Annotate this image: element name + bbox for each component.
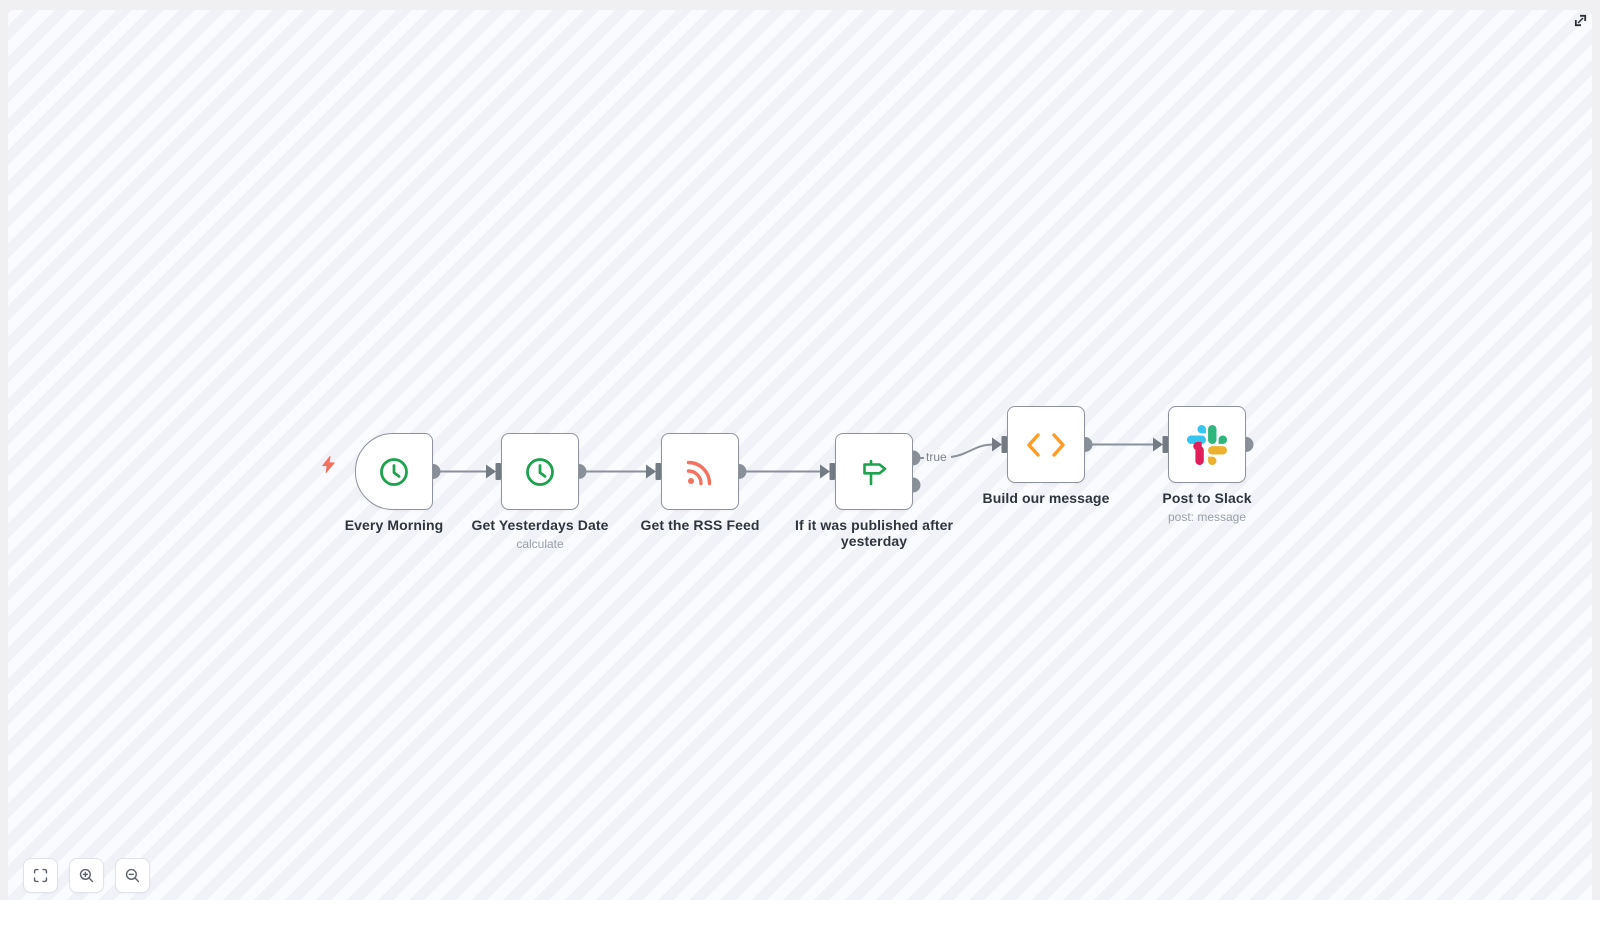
clock-icon [380, 457, 408, 486]
node-box[interactable] [835, 433, 913, 510]
zoom-out-button[interactable] [115, 858, 150, 893]
input-port-getdate[interactable] [486, 463, 501, 480]
zoom-in-icon [79, 868, 94, 883]
code-icon [1027, 432, 1065, 457]
node-box[interactable] [1168, 406, 1246, 483]
input-port-if[interactable] [820, 463, 835, 480]
node-caption: Get Yesterdays Date calculate [471, 517, 608, 551]
node-post-to-slack[interactable]: Post to Slack post: message [1162, 406, 1252, 524]
signpost-icon [863, 459, 887, 485]
node-get-yesterdays-date[interactable]: Get Yesterdays Date calculate [471, 433, 608, 551]
input-port-build[interactable] [992, 436, 1007, 453]
zoom-out-icon [125, 868, 140, 883]
connection-if-build[interactable] [950, 443, 995, 458]
node-caption: Get the RSS Feed [640, 517, 759, 533]
node-label: Get Yesterdays Date [471, 517, 609, 533]
input-port-rss[interactable] [646, 463, 661, 480]
node-get-the-rss-feed[interactable]: Get the RSS Feed [640, 433, 759, 533]
node-subtitle: calculate [516, 537, 564, 551]
connection-label-true: true [926, 450, 947, 464]
node-label: Post to Slack [1162, 490, 1252, 506]
canvas-controls [23, 858, 150, 893]
fit-view-icon [33, 868, 48, 883]
expand-canvas-button[interactable] [1572, 12, 1588, 28]
fit-view-button[interactable] [23, 858, 58, 893]
input-port-slack[interactable] [1153, 436, 1168, 453]
node-every-morning[interactable]: Every Morning [345, 433, 443, 533]
clock-icon [526, 457, 554, 486]
node-caption: If it was published after yesterday [795, 517, 953, 549]
slack-icon [1187, 424, 1227, 465]
expand-icon [1574, 14, 1586, 26]
zoom-in-button[interactable] [69, 858, 104, 893]
bottom-whitespace [0, 900, 1600, 938]
node-caption: Build our message [983, 490, 1110, 506]
node-box[interactable] [501, 433, 579, 510]
node-if-published-after-yesterday[interactable]: If it was published after yesterday [795, 433, 953, 549]
node-box[interactable] [661, 433, 739, 510]
lightning-bolt-icon [322, 456, 335, 473]
node-label: Every Morning [344, 517, 444, 533]
node-caption: Every Morning [345, 517, 444, 533]
node-box[interactable] [1007, 406, 1085, 483]
node-label: If it was published after yesterday [794, 517, 954, 549]
node-label: Get the RSS Feed [640, 517, 760, 533]
node-build-our-message[interactable]: Build our message [983, 406, 1109, 506]
node-caption: Post to Slack post: message [1162, 490, 1251, 524]
node-box[interactable] [355, 433, 433, 510]
connections-layer [425, 436, 1254, 493]
node-subtitle: post: message [1167, 510, 1247, 524]
rss-icon [686, 460, 712, 485]
node-label: Build our message [982, 490, 1110, 506]
workflow-canvas[interactable]: true Every Morning Get Yesterdays Date c… [8, 10, 1592, 900]
